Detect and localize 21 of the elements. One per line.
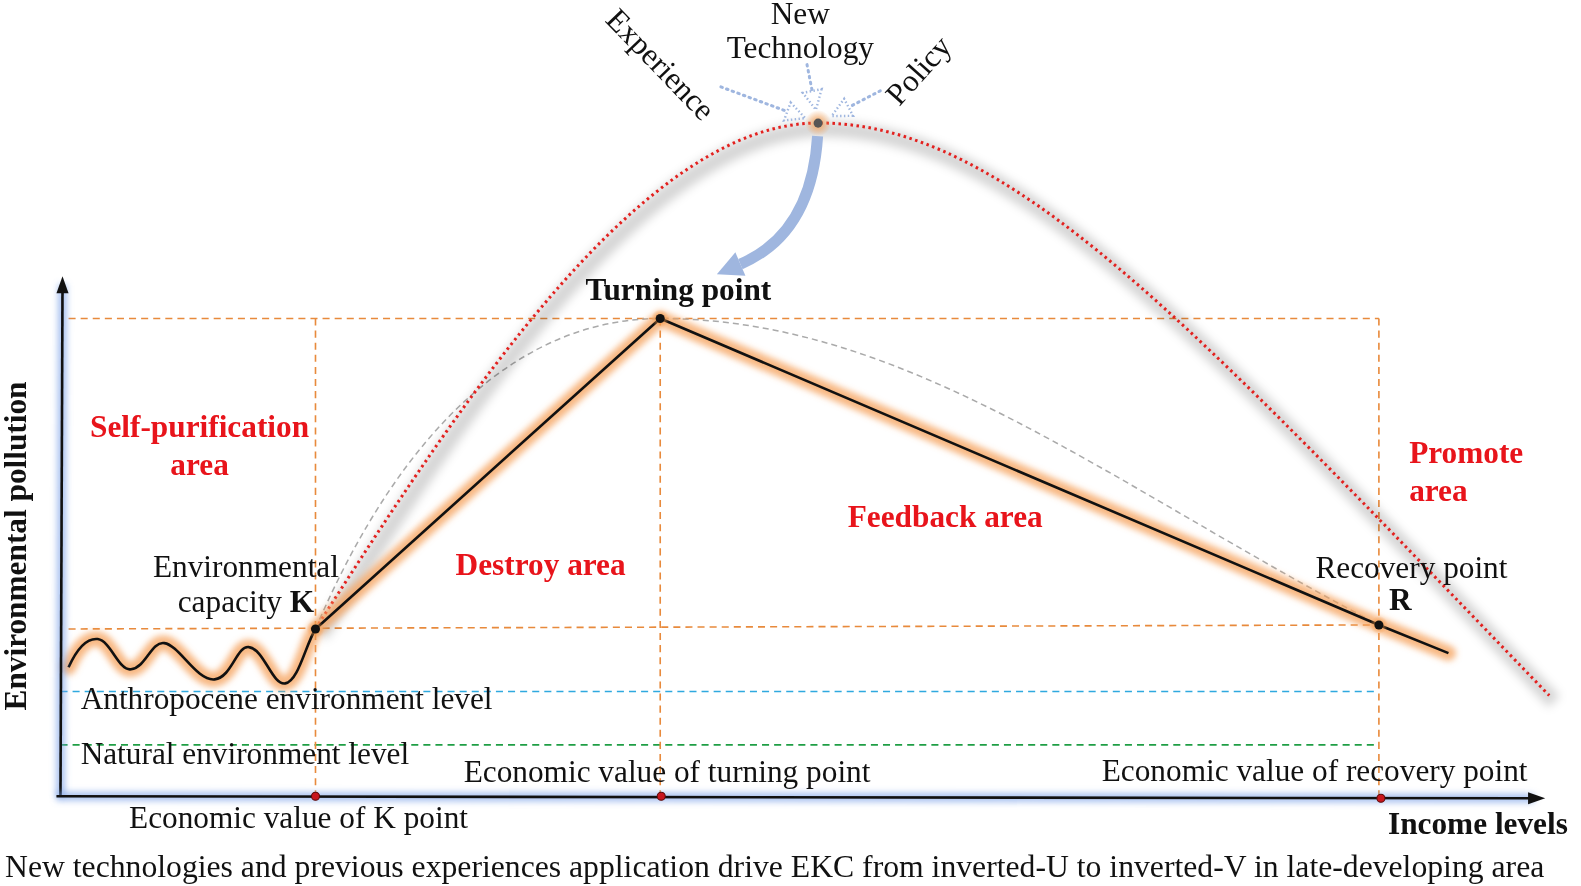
figure-caption: New technologies and previous experiences application drive EKC from inverted-U to inverted-V in late-developing area [5,849,1545,883]
axis-value-label: Economic value of K point [129,802,468,836]
arrow [830,89,882,118]
region-label: Destroy area [455,549,626,583]
axis-value-label: Economic value of turning point [463,755,871,789]
point-label: R [1388,583,1412,617]
arrow-label: New Technology [724,0,876,65]
axis-title: Income levels [1387,808,1568,842]
axis-title: Environmental pollution [0,381,33,711]
point-label: Environmental capacity K [151,550,340,620]
region-label: Self-purification area [89,408,311,484]
level-label: Anthropocene environment level [80,683,493,717]
region-label: Promote area [1409,434,1525,510]
region-label: Feedback area [847,500,1043,534]
axis-value-label: Economic value of recovery point [1101,754,1528,788]
curved-arrow [717,135,824,276]
point-label: Turning point [585,274,772,307]
arrow [801,63,823,112]
level-label: Natural environment level [80,737,410,771]
peak-marker-icon [805,109,832,137]
arrow [719,85,807,122]
